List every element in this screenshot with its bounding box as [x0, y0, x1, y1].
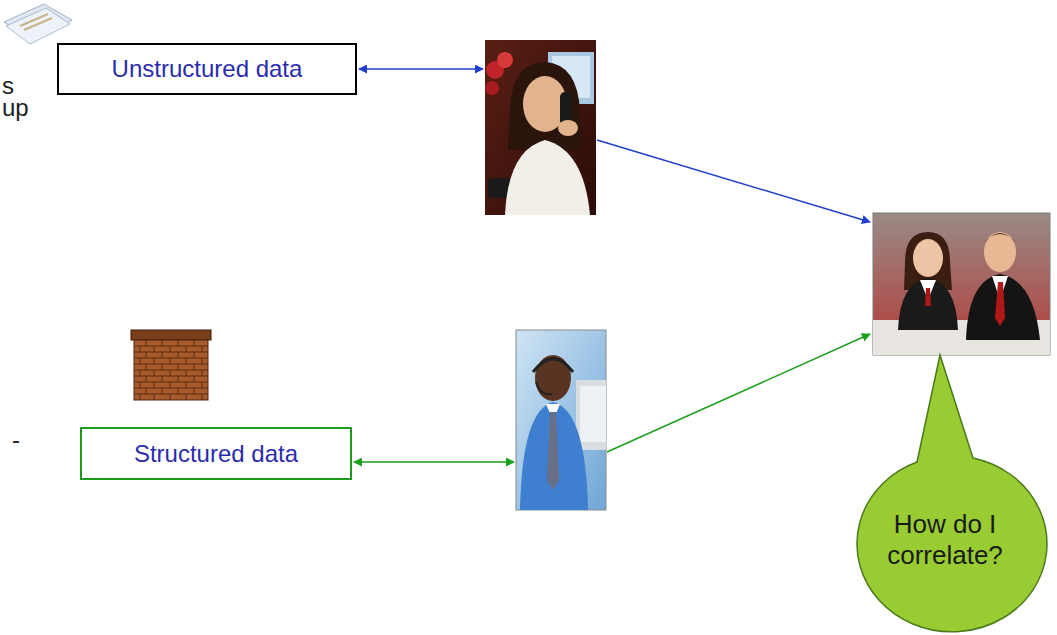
bubble-outline: [845, 350, 1045, 632]
cut-off-text: -: [12, 428, 20, 452]
data-box: Unstructured data: [57, 43, 357, 95]
flow-arrow: [607, 334, 870, 452]
cut-off-text: s: [2, 74, 14, 98]
data-box: Structured data: [80, 427, 352, 480]
flow-arrow: [597, 140, 870, 222]
cut-off-text: up: [2, 96, 29, 120]
bubble-label: How do I correlate?: [870, 509, 1020, 571]
phone-agent-photo: [485, 40, 596, 215]
box-label: Structured data: [134, 440, 298, 468]
box-label: Unstructured data: [112, 55, 303, 83]
paper-icon: [4, 4, 72, 44]
bubble-shape: [857, 355, 1047, 632]
bubble-content: How do I correlate?: [845, 478, 1045, 602]
brick-wall-icon: [131, 330, 211, 400]
support-agent-photo: [516, 330, 606, 510]
managers-photo: [873, 213, 1050, 355]
double-arrow: [354, 461, 514, 463]
speech-bubble: How do I correlate?: [845, 350, 1045, 632]
double-arrow: [359, 68, 483, 70]
